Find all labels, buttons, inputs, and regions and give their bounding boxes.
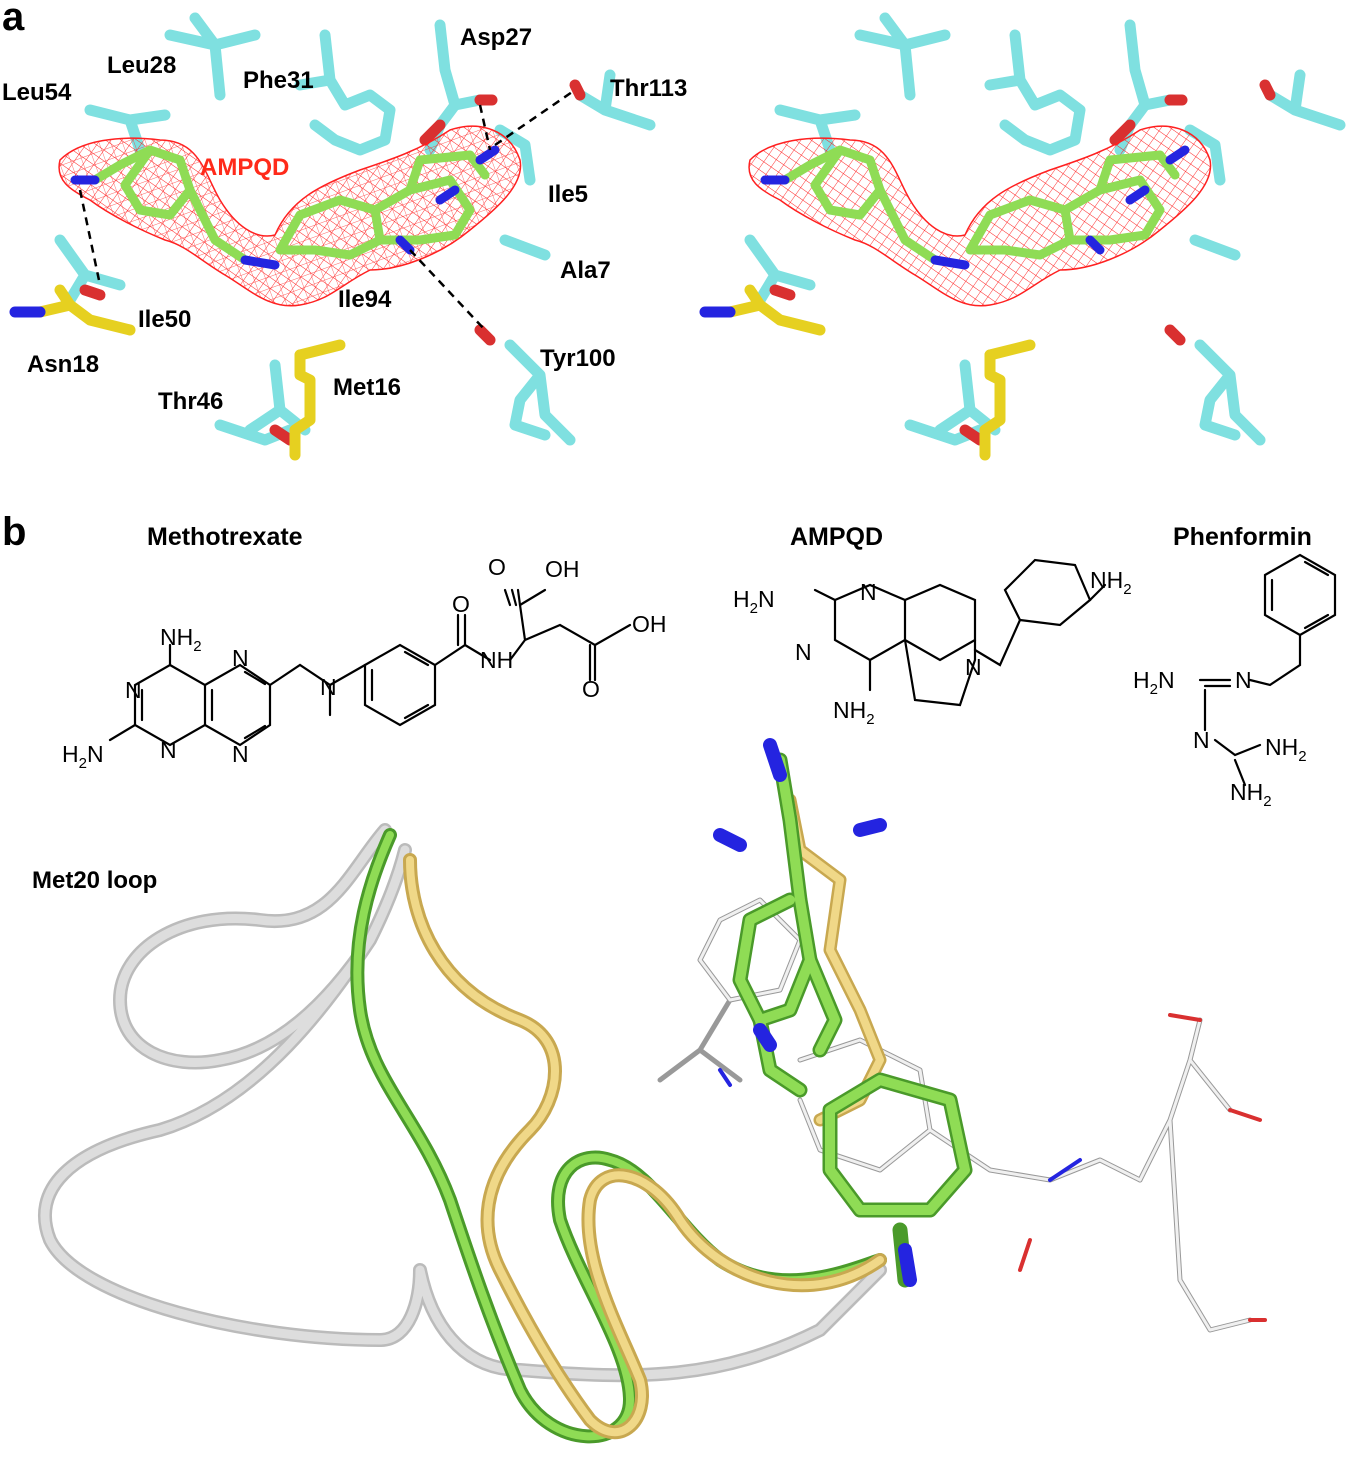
- mtx-n1: N: [125, 677, 142, 703]
- phenformin-h2n: H2N: [1133, 667, 1175, 698]
- superposed-ligands: [657, 738, 1267, 1333]
- mtx-o-acid: O: [488, 554, 506, 580]
- ampqd-n-pyrrole: N: [965, 654, 982, 680]
- mtx-o2: O: [582, 676, 600, 702]
- ligand-sticks: [90, 145, 490, 265]
- phenformin-title: Phenformin: [1173, 523, 1312, 551]
- methotrexate-structure: Methotrexate NH2 N N N N H2N N: [62, 523, 667, 772]
- residue-label-leu28: Leu28: [107, 52, 176, 79]
- residue-label-met16: Met16: [333, 374, 401, 401]
- mtx-n4: N: [232, 741, 249, 767]
- electron-density-mesh-right: [748, 125, 1212, 307]
- panel-a-right-view: [699, 12, 1346, 461]
- phenformin-nh2-a: NH2: [1265, 734, 1307, 765]
- mtx-oh1: OH: [545, 556, 580, 582]
- gold-ribbon-highlight: [406, 856, 884, 1437]
- panel-a: a: [2, 0, 1346, 461]
- oxygen-atoms-right: [769, 79, 1276, 446]
- yellow-sticks-right: [724, 284, 1036, 461]
- hbond-dashes: [78, 88, 576, 331]
- electron-density-mesh-overlay: [59, 126, 521, 306]
- phenformin-structure: Phenformin H2N N N NH2 NH2: [1133, 523, 1337, 810]
- residue-label-asp27: Asp27: [460, 24, 532, 51]
- residue-label-leu54: Leu54: [2, 79, 72, 106]
- mtx-nh: NH: [480, 647, 513, 673]
- methotrexate-title: Methotrexate: [147, 523, 303, 551]
- residue-label-asn18: Asn18: [27, 351, 99, 378]
- ligand-nitrogens-right: [760, 145, 1190, 270]
- residue-label-thr46: Thr46: [158, 388, 223, 415]
- mtx-n-methyl: N: [320, 674, 337, 700]
- residue-label-ala7: Ala7: [560, 257, 611, 284]
- phenformin-n1: N: [1235, 667, 1252, 693]
- ligand-sticks-right: [780, 145, 1180, 265]
- gray-ribbon-highlight: [40, 825, 885, 1380]
- methotrexate-oxygens: [1018, 1013, 1267, 1322]
- mtx-n3: N: [232, 645, 249, 671]
- ampqd-sticks-highlight: [735, 755, 970, 1215]
- ligand-nitrogens: [70, 145, 500, 270]
- ampqd-n2: N: [795, 639, 812, 665]
- ampqd-structure: AMPQD H2N N N NH2 N NH2: [733, 523, 1132, 728]
- ampqd-nh2-bottom: NH2: [833, 697, 875, 728]
- panel-a-left-view: AMPQD Leu28 Phe31 Asp27 Thr113 Leu54 Ile…: [2, 12, 687, 461]
- panel-letter-a: a: [2, 0, 25, 39]
- yellow-sticks: [34, 284, 346, 461]
- phenformin-n2: N: [1193, 727, 1210, 753]
- ampqd-h2n: H2N: [733, 586, 775, 617]
- methotrexate-nitrogens: [718, 1068, 1082, 1182]
- oxygen-atoms: [79, 79, 586, 446]
- ampqd-nh2-ring: NH2: [1090, 567, 1132, 598]
- panel-letter-b: b: [2, 510, 26, 554]
- met20-loop-label: Met20 loop: [32, 867, 157, 894]
- mtx-n2: N: [160, 737, 177, 763]
- residue-label-ile50: Ile50: [138, 306, 191, 333]
- residue-label-ile5: Ile5: [548, 181, 588, 208]
- ampqd-nitrogens: [713, 738, 917, 1287]
- protein-ribbons: [38, 823, 887, 1444]
- residue-label-tyr100: Tyr100: [540, 345, 616, 372]
- mtx-h2n: H2N: [62, 741, 104, 772]
- panel-b: b Methotrexate NH2 N N N N: [2, 510, 1337, 1444]
- mtx-oh2: OH: [632, 611, 667, 637]
- ampqd-title: AMPQD: [790, 523, 883, 551]
- residue-label-phe31: Phe31: [243, 67, 314, 94]
- residue-label-ile94: Ile94: [338, 286, 392, 313]
- residue-label-thr113: Thr113: [610, 75, 687, 102]
- phenformin-nh2-b: NH2: [1230, 779, 1272, 810]
- methotrexate-sticks-highlight: [698, 898, 1252, 1332]
- ampqd-n1: N: [860, 579, 877, 605]
- mtx-o1: O: [452, 591, 470, 617]
- ligand-label: AMPQD: [200, 154, 289, 181]
- mtx-nh2-top: NH2: [160, 624, 202, 655]
